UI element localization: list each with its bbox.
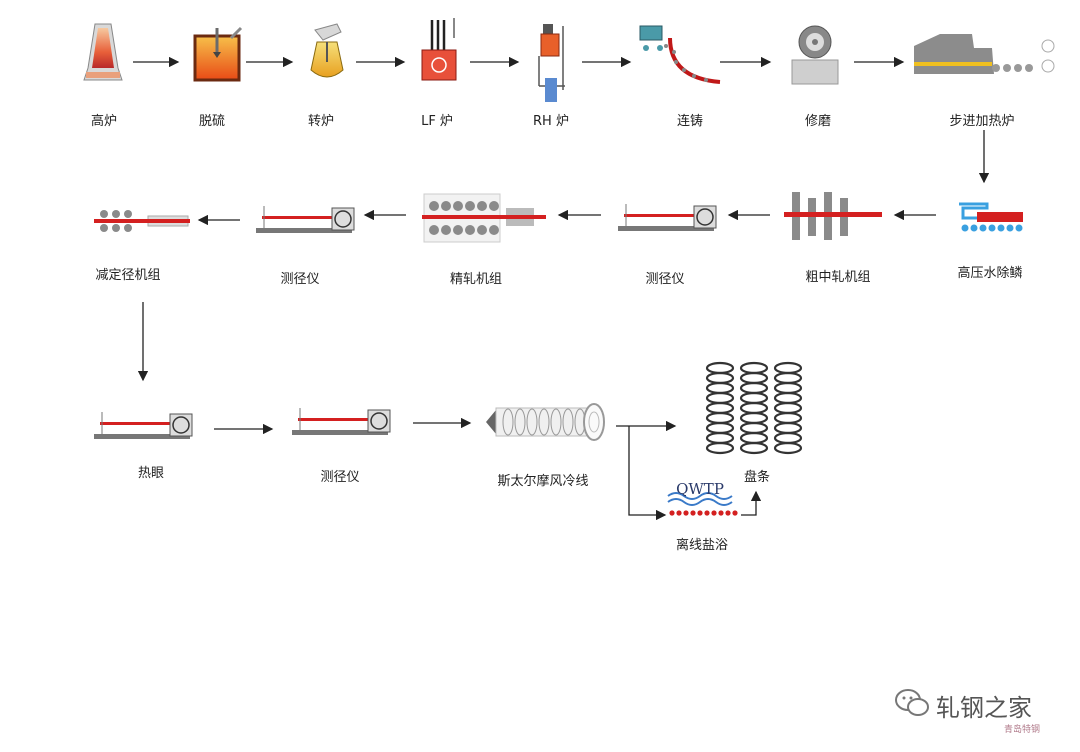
label-blast-furnace: 高炉 bbox=[90, 114, 118, 129]
label-lf-furnace: LF 炉 bbox=[421, 114, 453, 129]
label-desulfurization: 脱硫 bbox=[198, 114, 226, 129]
gauge-1-icon bbox=[618, 204, 717, 231]
label-gauge-3: 测径仪 bbox=[320, 470, 360, 485]
rh-furnace-icon bbox=[538, 24, 565, 102]
label-hot-eye: 热眼 bbox=[137, 466, 165, 481]
label-roughing-mill: 粗中轧机组 bbox=[805, 270, 871, 285]
label-converter: 转炉 bbox=[307, 114, 335, 129]
label-rh-furnace: RH 炉 bbox=[533, 114, 569, 129]
label-salt-bath: 离线盐浴 bbox=[675, 538, 729, 553]
salt-bath-icon: QWTP bbox=[667, 480, 738, 516]
watermark-sub: 青岛特钢 bbox=[1004, 725, 1041, 735]
label-gauge-1: 测径仪 bbox=[645, 272, 685, 287]
stelmor-cooling-icon bbox=[486, 403, 605, 441]
arrow-19 bbox=[741, 490, 762, 516]
label-continuous-casting: 连铸 bbox=[676, 114, 704, 129]
hot-eye-icon bbox=[94, 412, 193, 439]
descaling-icon bbox=[959, 202, 1023, 232]
label-gauge-2: 测径仪 bbox=[280, 272, 320, 287]
blast-furnace-icon bbox=[83, 23, 123, 81]
roughing-mill-icon bbox=[784, 192, 882, 240]
wechat-logo-icon bbox=[895, 689, 929, 716]
grinding-icon bbox=[791, 25, 839, 85]
gauge-2-icon bbox=[256, 206, 355, 233]
label-descaling: 高压水除鳞 bbox=[957, 266, 1023, 281]
lf-furnace-icon bbox=[421, 18, 457, 81]
gauge-3-icon bbox=[292, 408, 391, 435]
label-reducing-sizing-mill: 减定径机组 bbox=[95, 268, 161, 283]
label-walking-beam-furnace: 步进加热炉 bbox=[949, 114, 1015, 129]
desulfurization-icon bbox=[193, 26, 243, 82]
label-finishing-mill: 精轧机组 bbox=[449, 272, 503, 287]
salt-bath-tag: QWTP bbox=[676, 480, 724, 498]
converter-icon bbox=[310, 23, 344, 78]
label-coil: 盘条 bbox=[743, 470, 771, 485]
watermark-text: 轧钢之家 bbox=[936, 694, 1032, 722]
finishing-mill-icon bbox=[422, 193, 546, 243]
label-grinding: 修磨 bbox=[804, 114, 832, 129]
reducing-sizing-mill-icon bbox=[94, 210, 190, 232]
arrow-18 bbox=[628, 426, 667, 521]
walking-beam-furnace-icon bbox=[914, 34, 1055, 74]
continuous-casting-icon bbox=[639, 25, 721, 84]
coil-icon bbox=[705, 361, 803, 455]
label-stelmor: 斯太尔摩风冷线 bbox=[497, 474, 589, 489]
